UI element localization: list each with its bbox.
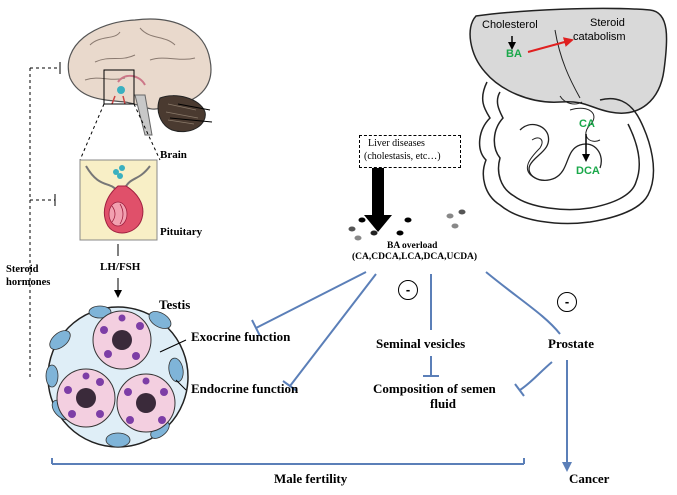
endocrine-function-label: Endocrine function	[191, 381, 299, 396]
ba-overload-label-line1: BA overload	[387, 241, 438, 251]
liver-diseases-label-line1: Liver diseases	[368, 138, 425, 149]
inhibition-minus-badge: -	[398, 280, 418, 300]
dca-label: DCA	[576, 165, 600, 177]
seminal-vesicles-label: Seminal vesicles	[376, 336, 466, 351]
ca-label: CA	[579, 118, 595, 130]
steroid-catabolism-label-line1: Steroid	[590, 17, 625, 29]
bile-acid-liver-label: BA	[506, 48, 522, 60]
steroid-hormones-label-line1: Steroid	[6, 264, 39, 275]
composition-label-line2: fluid	[430, 396, 457, 411]
ba-overload-label-line2: (CA,CDCA,LCA,DCA,UCDA)	[352, 252, 478, 262]
exocrine-function-label: Exocrine function	[191, 329, 291, 344]
male-fertility-label: Male fertility	[274, 471, 348, 486]
testis-label: Testis	[159, 297, 191, 312]
pituitary-illustration	[79, 159, 158, 241]
cholesterol-label: Cholesterol	[482, 19, 538, 31]
steroid-catabolism-label-line2: catabolism	[573, 31, 626, 43]
lh-fsh-label: LH/FSH	[100, 261, 141, 273]
liver-diseases-label-line2: (cholestasis, etc…)	[364, 151, 441, 162]
testis-illustration	[45, 305, 189, 448]
regulation-connectors	[51, 271, 572, 472]
composition-label-line1: Composition of semen	[373, 381, 496, 396]
intestine-illustration	[478, 81, 655, 225]
prostate-minus-badge: -	[557, 292, 577, 312]
prostate-label: Prostate	[548, 336, 594, 351]
bile-acid-dots	[348, 209, 466, 241]
pituitary-label: Pituitary	[160, 226, 203, 238]
liver-diseases-box	[359, 135, 461, 168]
brain-illustration	[67, 18, 213, 136]
brain-label: Brain	[160, 149, 187, 161]
cancer-label: Cancer	[569, 471, 610, 486]
steroid-hormones-label-line2: hormones	[6, 277, 51, 288]
liver-illustration	[469, 7, 668, 114]
